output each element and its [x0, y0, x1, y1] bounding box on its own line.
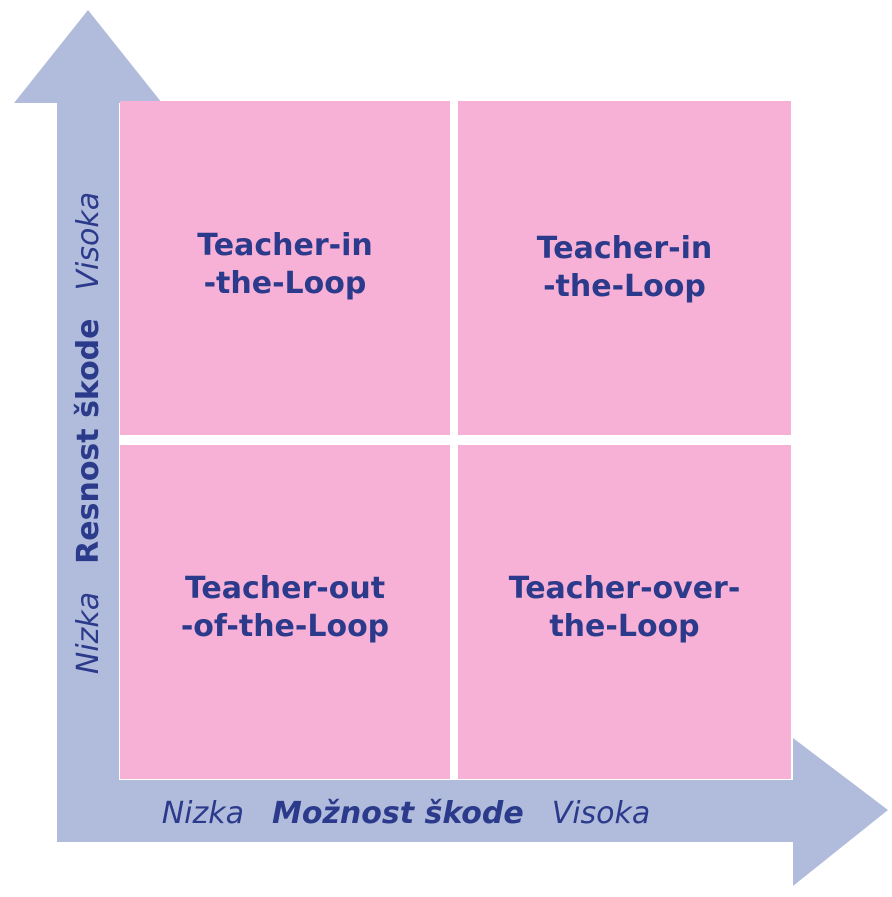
- quadrant-top-left-line1: Teacher-in: [197, 228, 373, 263]
- x-axis-low-label: Nizka: [161, 795, 244, 831]
- quadrant-bottom-right-line1: Teacher-over-: [508, 571, 741, 606]
- quadrant-top-right-line2: -the-Loop: [543, 269, 706, 304]
- quadrant-bottom-left-line1: Teacher-out: [184, 571, 386, 606]
- x-axis-arrow: [57, 738, 888, 886]
- quadrant-top-left: Teacher-in -the-Loop: [120, 101, 450, 435]
- quadrant-bottom-right: Teacher-over- the-Loop: [458, 445, 791, 779]
- x-axis-title: Možnost škode: [271, 795, 524, 831]
- y-axis-labels: Nizka Resnost škode Visoka: [65, 83, 111, 783]
- quadrant-bottom-left-label: Teacher-out -of-the-Loop: [155, 570, 415, 646]
- y-axis-title: Resnost škode: [70, 318, 106, 564]
- quadrant-bottom-left-line2: -of-the-Loop: [180, 609, 390, 644]
- quadrant-top-right: Teacher-in -the-Loop: [458, 101, 791, 435]
- quadrant-top-left-line2: -the-Loop: [203, 266, 367, 301]
- quadrant-bottom-left: Teacher-out -of-the-Loop: [120, 445, 450, 779]
- quadrant-bottom-right-line2: the-Loop: [549, 609, 700, 644]
- x-axis-high-label: Visoka: [551, 795, 651, 831]
- quadrant-top-right-label: Teacher-in -the-Loop: [495, 230, 755, 306]
- x-axis-labels: Nizka Možnost škode Visoka: [56, 790, 756, 836]
- quadrant-bottom-right-label: Teacher-over- the-Loop: [495, 570, 755, 646]
- y-axis-arrow: [14, 10, 162, 790]
- y-axis-low-label: Nizka: [70, 591, 106, 675]
- quadrant-top-left-label: Teacher-in -the-Loop: [155, 227, 415, 303]
- y-axis-high-label: Visoka: [70, 191, 106, 291]
- quadrant-top-right-line1: Teacher-in: [536, 231, 713, 266]
